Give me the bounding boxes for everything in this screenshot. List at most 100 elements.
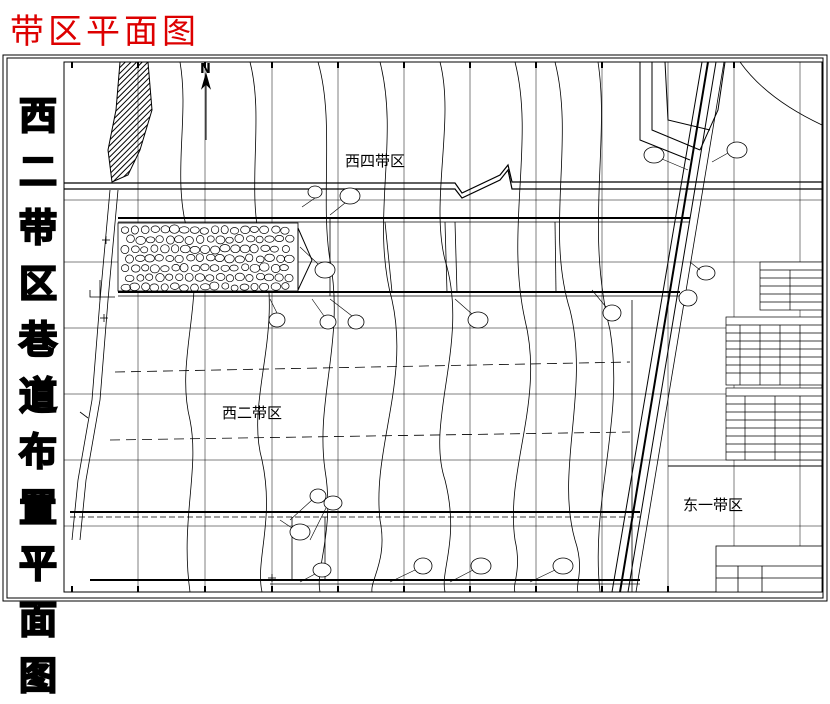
- side-title-char: 区: [18, 261, 58, 307]
- rubble-stone: [189, 246, 201, 254]
- rubble-stone: [250, 282, 259, 291]
- rubble-stone: [145, 273, 154, 281]
- rubble-stone: [140, 225, 150, 235]
- rubble-stone: [259, 262, 270, 272]
- side-title-char: 二: [18, 149, 58, 195]
- rubble-stone: [264, 253, 275, 262]
- rubble-stone: [209, 264, 220, 272]
- side-title-char: 图: [18, 653, 58, 699]
- rubble-stone: [130, 225, 139, 235]
- hatched-coal-pillar: [107, 61, 153, 183]
- rubble-stone: [160, 244, 170, 254]
- rubble-stone: [121, 264, 130, 272]
- rubble-stone: [224, 254, 235, 264]
- rubble-stone: [178, 226, 190, 234]
- rubble-stone: [270, 245, 279, 253]
- rubble-stone: [160, 283, 169, 292]
- rubble-stone: [206, 235, 215, 243]
- side-title-char: 道: [18, 373, 58, 419]
- roadways: [70, 217, 690, 585]
- rubble-stone: [140, 246, 149, 254]
- rubble-stone: [136, 274, 145, 282]
- rubble-stone: [184, 272, 194, 282]
- callouts: [268, 141, 748, 578]
- goaf-area: [117, 222, 299, 292]
- rubble-stone: [154, 254, 164, 262]
- rubble-stone: [141, 264, 150, 272]
- rubble-stone: [124, 274, 135, 282]
- rubble-stone: [225, 274, 234, 283]
- rubble-stone: [246, 235, 256, 243]
- rubble-stone: [210, 245, 220, 255]
- rubble-stone: [281, 282, 290, 290]
- rubble-stone: [145, 236, 156, 244]
- rubble-stone: [285, 234, 295, 243]
- rubble-stone: [125, 254, 134, 264]
- rubble-stone: [190, 283, 199, 293]
- zone-label-east-one: 东一带区: [683, 496, 744, 514]
- rubble-stone: [260, 244, 271, 252]
- rubble-stone: [194, 273, 206, 282]
- rubble-stone: [165, 273, 174, 281]
- rubble-stone: [264, 235, 275, 243]
- rubble-stone: [131, 245, 140, 254]
- rubble-stone: [150, 244, 159, 253]
- inclined-roadways: [611, 61, 726, 593]
- planned-lines: [109, 361, 631, 441]
- rubble-stone: [165, 255, 175, 262]
- legend-table-3: [725, 387, 823, 461]
- rubble-stone: [131, 264, 141, 273]
- survey-marks: [79, 236, 276, 582]
- rubble-stone: [174, 254, 184, 264]
- rubble-stone: [205, 274, 215, 282]
- rubble-stone: [171, 244, 180, 254]
- rubble-stone: [255, 235, 264, 244]
- rubble-stone: [271, 225, 281, 234]
- rubble-stone: [234, 272, 245, 282]
- rubble-stone: [199, 244, 211, 254]
- coordinate-grid: [64, 62, 822, 592]
- rubble-stone: [189, 226, 200, 234]
- side-title-char: 平: [18, 541, 58, 587]
- rubble-stone: [120, 226, 130, 234]
- rubble-stone: [280, 226, 290, 235]
- rubble-stone: [214, 254, 225, 262]
- rubble-stone: [129, 282, 140, 291]
- rubble-stone: [225, 236, 234, 244]
- rubble-stone: [155, 273, 165, 283]
- rubble-stone: [209, 281, 220, 291]
- rubble-stone: [120, 283, 132, 292]
- side-title-char: 布: [18, 429, 58, 475]
- rubble-stone: [270, 282, 282, 291]
- zone-label-west-four: 西四带区: [345, 152, 406, 170]
- title-block: [715, 545, 823, 593]
- side-title-char: 面: [18, 597, 58, 643]
- contour-lines: [179, 61, 823, 593]
- rubble-stone: [135, 236, 146, 245]
- rubble-stone: [234, 255, 245, 264]
- rubble-stone: [274, 235, 285, 242]
- rubble-stone: [239, 283, 250, 291]
- goaf-rubble: [120, 224, 295, 293]
- rubble-stone: [229, 264, 239, 272]
- zone-label-west-two: 西二带区: [222, 404, 283, 422]
- rubble-stone: [245, 253, 254, 263]
- rubble-stone: [179, 284, 189, 292]
- left-roadway: [71, 189, 119, 541]
- rubble-stone: [160, 265, 170, 273]
- rubble-stone: [220, 225, 229, 235]
- rubble-stone: [195, 253, 204, 262]
- mine-plan-drawing: [2, 54, 828, 602]
- rubble-stone: [270, 264, 281, 273]
- rubble-stone: [221, 282, 230, 290]
- rubble-stone: [215, 235, 226, 245]
- side-title-char: 巷: [18, 317, 58, 363]
- rubble-stone: [249, 244, 259, 254]
- north-label: N: [200, 62, 211, 77]
- rubble-stone: [166, 235, 175, 245]
- callout-leaders: [269, 152, 729, 583]
- rubble-stone: [149, 264, 160, 274]
- rubble-stone: [174, 235, 184, 244]
- rubble-stone: [259, 282, 270, 292]
- rubble-stone: [215, 273, 226, 281]
